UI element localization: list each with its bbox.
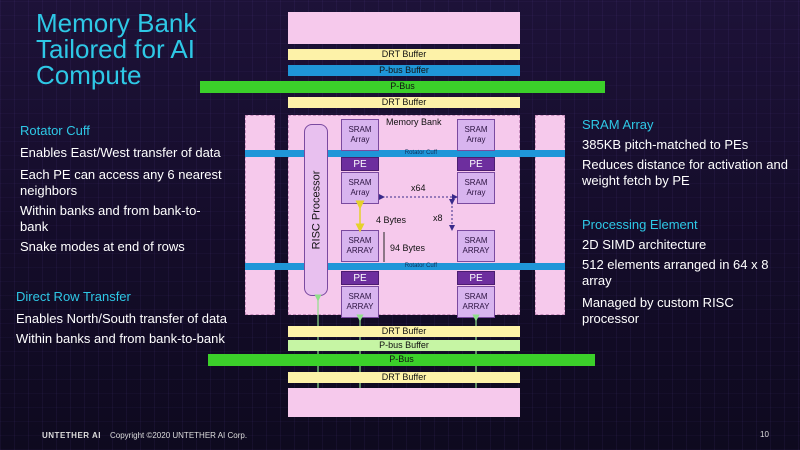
sram-item-2: Reduces distance for activation and weig… — [582, 157, 788, 188]
pbus-buffer-top: P-bus Buffer — [288, 65, 520, 76]
sram-heading: SRAM Array — [582, 117, 654, 132]
drt-item-1: Enables North/South transfer of data — [16, 311, 228, 326]
x64-label: x64 — [411, 183, 426, 193]
bytes4-label: 4 Bytes — [376, 215, 407, 225]
pe-right-lower: PE — [457, 271, 495, 285]
neighbor-bank-right — [535, 115, 565, 315]
pbus-bottom: P-Bus — [208, 354, 595, 366]
bottom-bank-block — [288, 388, 520, 417]
pe-item-1: 2D SIMD architecture — [582, 237, 707, 252]
rotator-item-2: Each PE can access any 6 nearest neighbo… — [20, 167, 222, 198]
drt-buffer-bottom-2: DRT Buffer — [288, 372, 520, 383]
top-bank-block — [288, 12, 520, 44]
rotator-cuff-lower: Rotator Cuff — [245, 263, 565, 270]
rotator-item-4: Snake modes at end of rows — [20, 239, 185, 254]
sram-item-1: 385KB pitch-matched to PEs — [582, 137, 749, 152]
rotator-cuff-upper: Rotator Cuff — [245, 150, 565, 157]
rotator-item-3: Within banks and from bank-to-bank — [20, 203, 201, 234]
pe-heading: Processing Element — [582, 217, 698, 232]
neighbor-bank-left — [245, 115, 275, 315]
drt-buffer-top-2: DRT Buffer — [288, 97, 520, 108]
pbus-buffer-bottom: P-bus Buffer — [288, 340, 520, 351]
rotator-cuff-heading: Rotator Cuff — [20, 123, 90, 138]
drt-item-2: Within banks and from bank-to-bank — [16, 331, 225, 346]
memory-bank-label: Memory Bank — [386, 117, 442, 127]
bytes94-label: 94 Bytes — [390, 243, 426, 253]
drt-buffer-bottom-1: DRT Buffer — [288, 326, 520, 337]
pe-left-upper: PE — [341, 157, 379, 171]
rotator-item-1: Enables East/West transfer of data — [20, 145, 221, 160]
pe-item-3: Managed by custom RISC processor — [582, 295, 734, 326]
drt-buffer-top-1: DRT Buffer — [288, 49, 520, 60]
page-title: Memory Bank Tailored for AI Compute — [36, 8, 197, 90]
page-number: 10 — [760, 430, 769, 439]
rotator-cuff-lower-label: Rotator Cuff — [404, 263, 437, 269]
risc-processor — [304, 124, 328, 296]
pbus-top: P-Bus — [200, 81, 605, 93]
drt-heading: Direct Row Transfer — [16, 289, 131, 304]
pe-left-lower: PE — [341, 271, 379, 285]
rotator-cuff-upper-label: Rotator Cuff — [404, 150, 437, 156]
pe-right-upper: PE — [457, 157, 495, 171]
footer-brand: UNTETHER AI — [42, 431, 101, 440]
pe-item-2: 512 elements arranged in 64 x 8 array — [582, 257, 769, 288]
x8-label: x8 — [433, 213, 443, 223]
footer-copyright: Copyright ©2020 UNTETHER AI Corp. — [110, 431, 248, 440]
